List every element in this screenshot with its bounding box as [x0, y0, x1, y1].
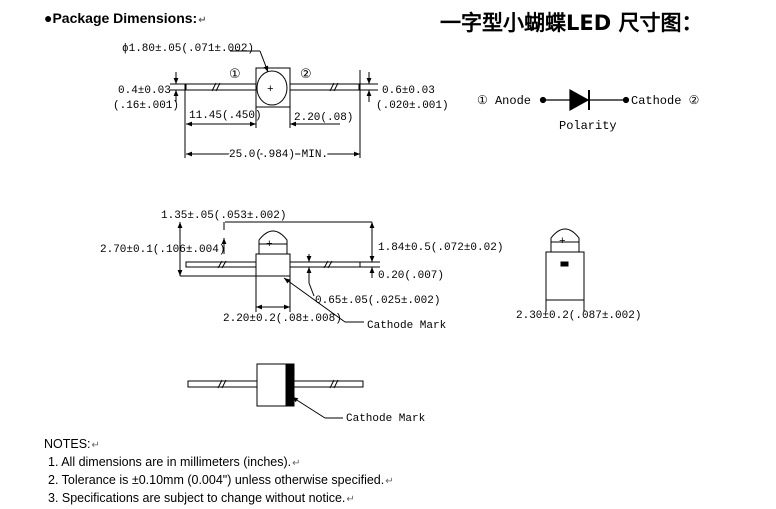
- notes-block: NOTES:↵ 1. All dimensions are in millime…: [44, 436, 394, 508]
- right-lead-dim-1: 0.6±0.03: [382, 85, 435, 97]
- note-item: 3. Specifications are subject to change …: [48, 491, 355, 505]
- notes-title: NOTES:↵: [44, 437, 100, 451]
- lead-thickness-dim: 0.20(.007): [378, 270, 444, 282]
- side-lens: [258, 230, 288, 254]
- bottom-view: [187, 363, 364, 419]
- return-mark-icon: ↵: [292, 458, 301, 469]
- polarity-label: Polarity: [559, 119, 617, 133]
- right-lead-dim-2: (.020±.001): [376, 100, 449, 112]
- anode-label: ① Anode: [477, 94, 531, 108]
- note-item: 2. Tolerance is ±0.10mm (0.004") unless …: [48, 473, 394, 487]
- side-cathode-mark-label: Cathode Mark: [367, 320, 447, 332]
- bottom-cathode-mark-label: Cathode Mark: [346, 413, 426, 425]
- cathode-label: Cathode ②: [631, 94, 699, 108]
- right-length-dim: 2.20(.08): [294, 112, 353, 124]
- left-lead-dim-2: (.16±.001): [113, 100, 179, 112]
- note-item: 1. All dimensions are in millimeters (in…: [48, 455, 301, 469]
- right-lead: [289, 83, 360, 91]
- height-dim: 2.70±0.1(.106±.004): [100, 244, 225, 256]
- side-body: [255, 253, 291, 277]
- lead-width-dim: 0.65±.05(.025±.002): [315, 295, 440, 307]
- package-dimensions-heading: ●Package Dimensions:↵: [44, 10, 207, 26]
- left-lead-dim-1: 0.4±0.03: [118, 85, 171, 97]
- end-width-dim: 2.30±0.2(.087±.002): [516, 310, 641, 322]
- pin-2-label: ②: [300, 66, 312, 81]
- return-mark-icon: ↵: [385, 476, 394, 487]
- top-offset-dim: 1.35±.05(.053±.002): [161, 210, 286, 222]
- left-length-dim: 11.45(.450): [189, 110, 262, 122]
- return-mark-icon: ↵: [346, 494, 355, 505]
- lens-plus-end: +: [559, 236, 566, 248]
- led-body-top: [255, 67, 291, 108]
- lens-plus-side: +: [266, 239, 273, 251]
- return-mark-icon: ↵: [91, 440, 100, 451]
- total-length-dim: 25.0(.984) MIN.: [229, 149, 328, 161]
- heading-text: Package Dimensions:: [52, 10, 198, 26]
- diode-triangle-icon: [569, 88, 590, 112]
- lens-diameter-label: ϕ1.80±.05(.071±.002): [122, 43, 254, 55]
- side-view: [177, 221, 380, 323]
- end-view: [545, 228, 585, 312]
- polarity-symbol: [539, 88, 630, 112]
- end-body: [545, 251, 585, 301]
- pin-1-label: ①: [229, 66, 241, 81]
- chinese-title: 一字型小蝴蝶LED 尺寸图：: [440, 11, 703, 35]
- bottom-right-lead: [293, 380, 364, 388]
- lens-plus-top: +: [267, 84, 274, 96]
- end-mark-icon: [560, 261, 569, 267]
- body-width-dim: 2.20±0.2(.08±.008): [223, 313, 342, 325]
- led-lens-top: [256, 70, 288, 106]
- bullet-icon: ●: [44, 10, 53, 26]
- top-view: [170, 50, 378, 158]
- return-mark-icon: ↵: [198, 15, 207, 26]
- end-lens: [550, 228, 580, 252]
- lens-height-dim: 1.84±0.5(.072±0.02): [378, 242, 503, 254]
- cathode-band: [285, 363, 295, 407]
- left-lead: [185, 83, 257, 91]
